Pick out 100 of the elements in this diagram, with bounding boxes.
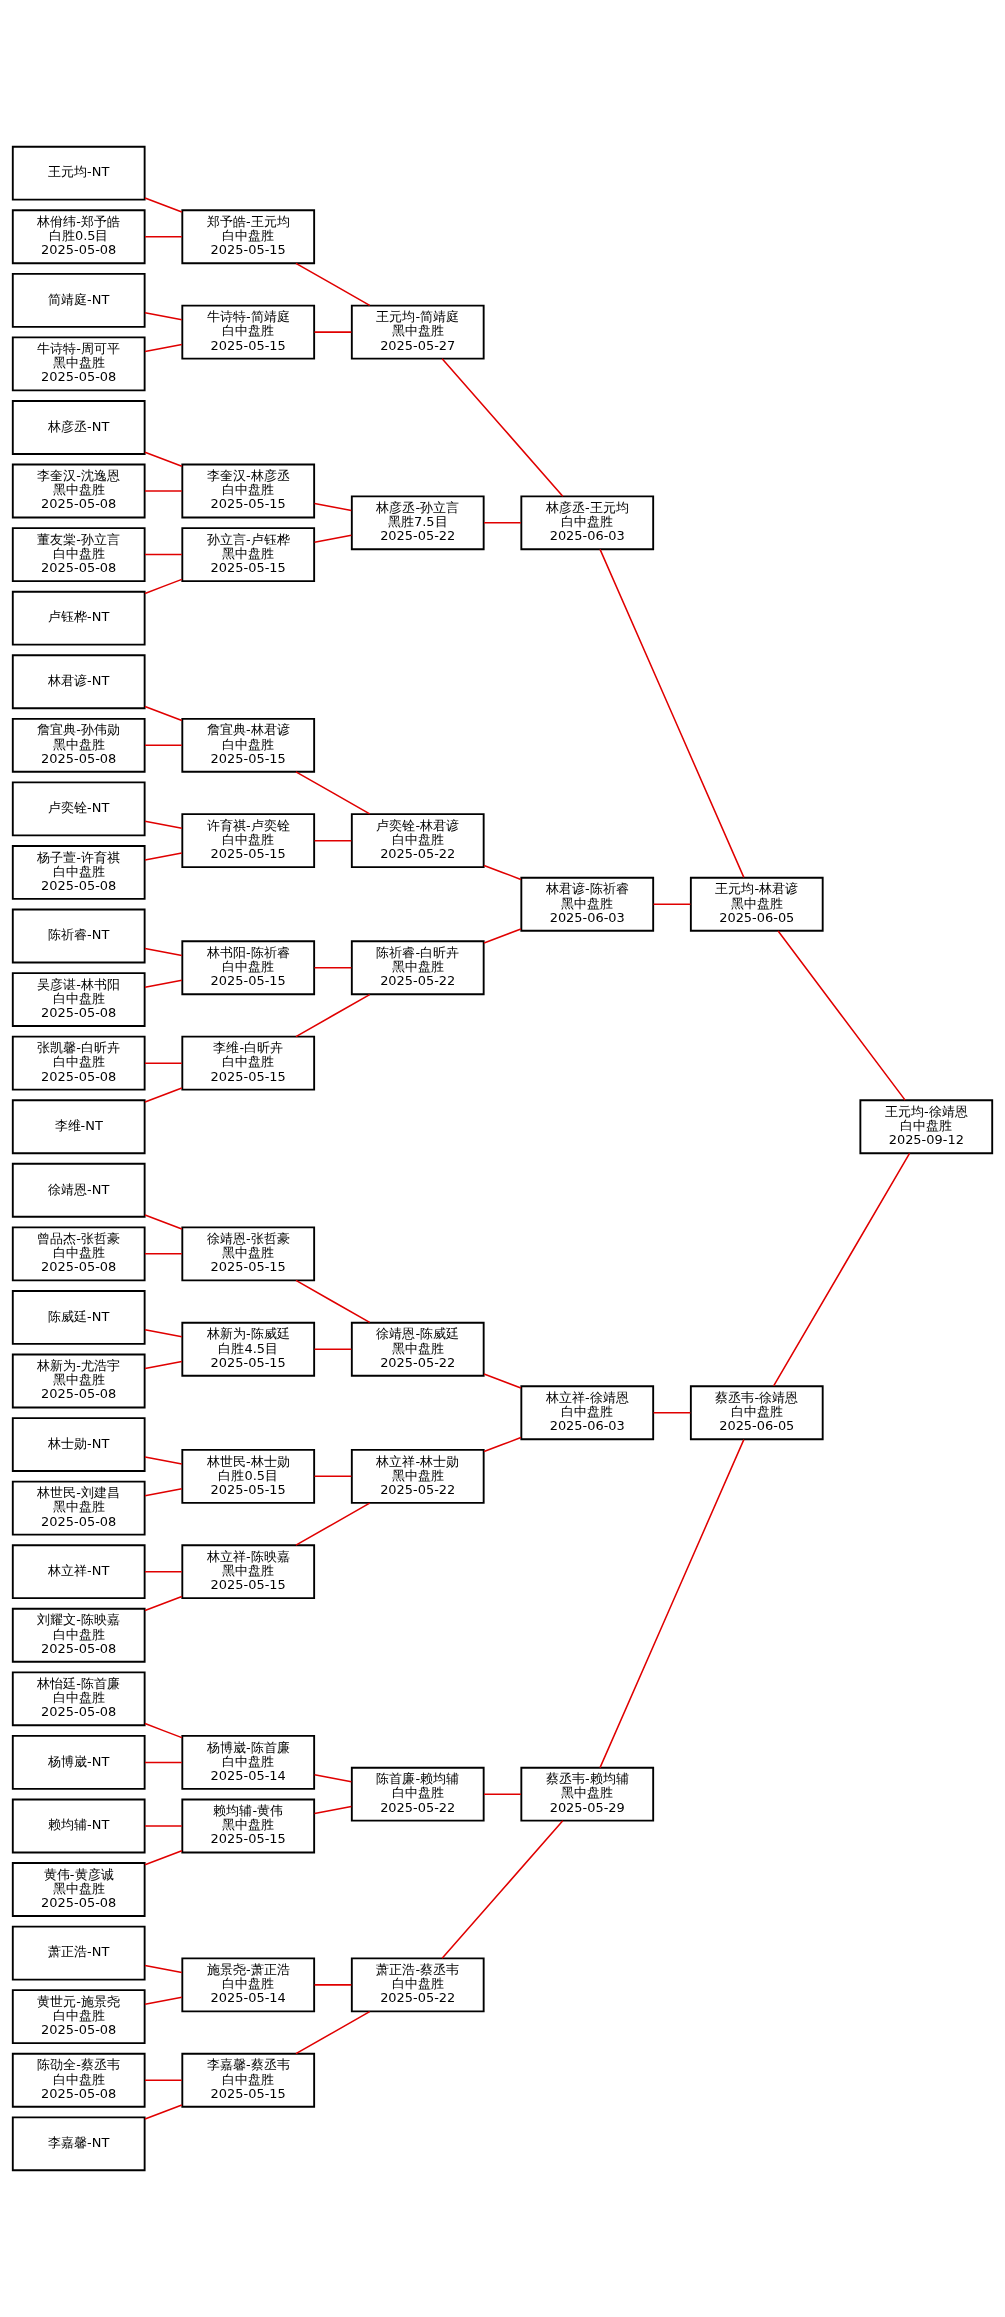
connector xyxy=(144,1722,183,1739)
connector xyxy=(313,967,353,969)
node-box: 吴彦谌-林书阳 白中盘胜 2025-05-08 xyxy=(11,972,146,1027)
node-box: 林彦丞-王元均 白中盘胜 2025-06-03 xyxy=(520,495,655,551)
connector xyxy=(144,1456,183,1465)
connector xyxy=(144,705,183,722)
node-box: 徐靖恩-陈威廷 黑中盘胜 2025-05-22 xyxy=(350,1321,485,1377)
node-box: 杨博崴-陈首廉 白中盘胜 2025-05-14 xyxy=(181,1734,316,1790)
connector xyxy=(295,771,371,815)
node-box: 蔡丞韦-赖均辅 黑中盘胜 2025-05-29 xyxy=(520,1766,655,1822)
node-box: 王元均-NT xyxy=(11,145,146,201)
connector xyxy=(144,1850,183,1866)
node-box: 黄伟-黄彦诚 黑中盘胜 2025-05-08 xyxy=(11,1862,146,1917)
node-box: 牛诗特-周可平 黑中盘胜 2025-05-08 xyxy=(11,336,146,392)
connector xyxy=(295,262,371,307)
connector xyxy=(144,1087,183,1103)
node-box: 杨博崴-NT xyxy=(11,1734,146,1790)
node-box: 郑予皓-王元均 白中盘胜 2025-05-15 xyxy=(181,209,316,265)
node-box: 杨子萱-许育祺 白中盘胜 2025-05-08 xyxy=(11,845,146,900)
node-box: 施景尧-萧正浩 白中盘胜 2025-05-14 xyxy=(181,1957,316,2013)
connector xyxy=(144,820,183,830)
node-box: 林士勋-NT xyxy=(11,1417,146,1472)
node-box: 赖均辅-NT xyxy=(11,1798,146,1854)
connector xyxy=(144,1825,183,1827)
node-box: 曾品杰-张哲豪 白中盘胜 2025-05-08 xyxy=(11,1226,146,1282)
node-box: 牛诗特-简靖庭 白中盘胜 2025-05-15 xyxy=(181,304,316,360)
node-box: 蔡丞韦-徐靖恩 白中盘胜 2025-06-05 xyxy=(689,1385,824,1441)
connector xyxy=(441,357,564,497)
node-box: 林怡廷-陈首廉 白中盘胜 2025-05-08 xyxy=(11,1671,146,1727)
connector xyxy=(652,903,692,905)
connector xyxy=(483,864,522,881)
node-box: 卢钰桦-NT xyxy=(11,590,146,646)
node-box: 徐靖恩-张哲豪 黑中盘胜 2025-05-15 xyxy=(181,1226,316,1282)
connector xyxy=(599,548,745,879)
connector xyxy=(772,1152,911,1387)
connector xyxy=(144,979,183,988)
node-box: 陈威廷-NT xyxy=(11,1290,146,1345)
node-box: 李嘉馨-NT xyxy=(11,2116,146,2172)
node-box: 林彦丞-NT xyxy=(11,400,146,455)
connector xyxy=(652,1412,692,1414)
connector xyxy=(144,197,183,213)
connector xyxy=(313,1348,353,1350)
node-box: 萧正浩-NT xyxy=(11,1925,146,1981)
connector xyxy=(441,1820,564,1960)
node-box: 林立祥-NT xyxy=(11,1544,146,1600)
connector xyxy=(144,1595,183,1612)
connector xyxy=(313,502,353,512)
connector xyxy=(144,852,183,861)
node-box: 林君谚-陈祈睿 黑中盘胜 2025-06-03 xyxy=(520,876,655,932)
connector xyxy=(144,1329,183,1338)
node-box: 卢奕铨-NT xyxy=(11,781,146,837)
connector xyxy=(483,522,522,524)
connector xyxy=(144,236,183,238)
connector xyxy=(483,1436,522,1453)
node-box: 陈劭全-蔡丞韦 白中盘胜 2025-05-08 xyxy=(11,2052,146,2108)
connector xyxy=(483,928,522,944)
node-box: 许育祺-卢奕铨 白中盘胜 2025-05-15 xyxy=(181,813,316,869)
connector xyxy=(144,343,183,353)
connector xyxy=(144,1062,183,1064)
node-box: 陈祈睿-NT xyxy=(11,908,146,964)
connector xyxy=(295,1279,371,1324)
node-box: 简靖庭-NT xyxy=(11,272,146,328)
connector xyxy=(144,744,183,747)
connector xyxy=(144,1570,183,1573)
node-box: 张凯馨-白昕卉 白中盘胜 2025-05-08 xyxy=(11,1035,146,1091)
node-box: 卢奕铨-林君谚 白中盘胜 2025-05-22 xyxy=(350,813,485,869)
node-box: 林新为-尤浩宇 黑中盘胜 2025-05-08 xyxy=(11,1353,146,1409)
connector xyxy=(144,1996,183,2006)
node-box: 李嘉馨-蔡丞韦 白中盘胜 2025-05-15 xyxy=(181,2052,316,2108)
connector xyxy=(313,534,353,543)
connector xyxy=(295,1502,371,1546)
connector xyxy=(144,1761,183,1764)
connector xyxy=(144,490,183,492)
connector xyxy=(599,1438,745,1769)
node-box: 林立祥-徐靖恩 白中盘胜 2025-06-03 xyxy=(520,1385,655,1441)
node-box: 林世民-刘建昌 黑中盘胜 2025-05-08 xyxy=(11,1480,146,1536)
node-box: 李维-白昕卉 白中盘胜 2025-05-15 xyxy=(181,1035,316,1091)
connector xyxy=(295,2010,371,2055)
connector xyxy=(144,578,183,595)
connector xyxy=(313,839,353,842)
node-box: 林立祥-陈映嘉 黑中盘胜 2025-05-15 xyxy=(181,1544,316,1600)
connector xyxy=(313,1774,353,1783)
node-box: 林书阳-陈祈睿 白中盘胜 2025-05-15 xyxy=(181,940,316,996)
connector xyxy=(144,1487,183,1497)
node-box: 黄世元-施景尧 白中盘胜 2025-05-08 xyxy=(11,1989,146,2045)
node-box: 李奎汉-沈逸恩 黑中盘胜 2025-05-08 xyxy=(11,463,146,519)
connector xyxy=(313,331,353,333)
connector xyxy=(777,930,906,1101)
node-box: 林君谚-NT xyxy=(11,654,146,710)
connector xyxy=(144,1964,183,1974)
connector xyxy=(144,1253,183,1255)
connector xyxy=(313,1805,353,1815)
connector xyxy=(144,1214,183,1230)
connector xyxy=(144,451,183,467)
node-box: 王元均-徐靖恩 白中盘胜 2025-09-12 xyxy=(859,1099,994,1155)
node-box: 陈祈睿-白昕卉 黑中盘胜 2025-05-22 xyxy=(350,940,485,996)
connector xyxy=(144,1360,183,1370)
node-box: 王元均-简靖庭 黑中盘胜 2025-05-27 xyxy=(350,304,485,360)
connector xyxy=(483,1793,522,1795)
connector xyxy=(144,553,183,556)
